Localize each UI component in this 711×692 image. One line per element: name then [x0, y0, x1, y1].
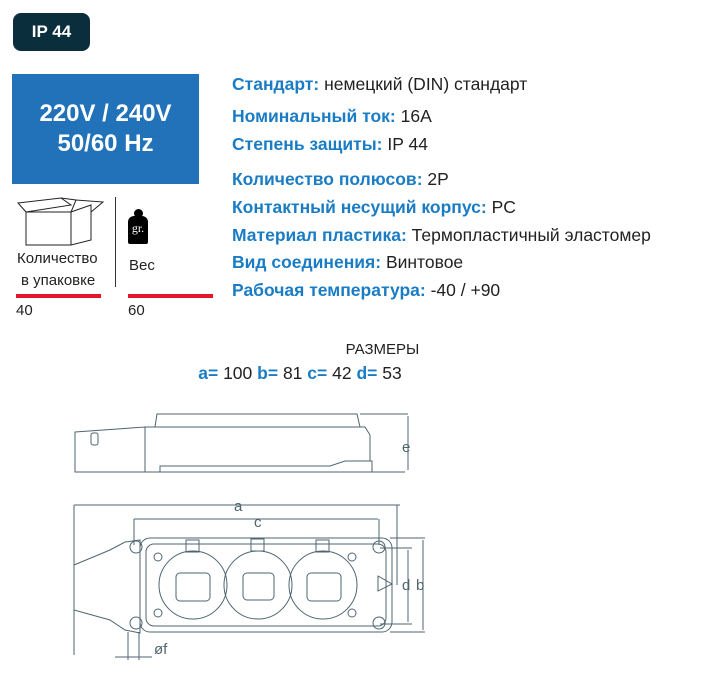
dimensions-title: РАЗМЕРЫ [345, 341, 420, 358]
spec-row: Рабочая температура: -40 / +90 [232, 280, 500, 301]
weight-icon-text: gr. [128, 216, 148, 244]
spec-row: Стандарт: немецкий (DIN) стандарт [232, 74, 527, 95]
spec-value: PC [491, 197, 516, 217]
dim-label-d: d [402, 577, 410, 594]
spec-row: Контактный несущий корпус: PC [232, 197, 516, 218]
spec-value: 2P [427, 169, 449, 189]
dim-label-a: a [234, 498, 243, 515]
dim-key: a= [198, 363, 219, 383]
weight-icon: gr. [128, 209, 148, 249]
voltage-box: 220V / 240V 50/60 Hz [12, 74, 199, 184]
dim-value: 53 [382, 363, 402, 383]
dim-value: 100 [223, 363, 253, 383]
weight-underline [128, 294, 213, 298]
spec-label: Номинальный ток: [232, 106, 396, 126]
dim-key: b= [257, 363, 279, 383]
box-icon [16, 197, 105, 246]
spec-label: Количество полюсов: [232, 169, 423, 189]
package-label-2: в упаковке [21, 272, 96, 289]
package-label: Количество [17, 250, 98, 267]
spec-row: Номинальный ток: 16A [232, 106, 432, 127]
spec-label: Вид соединения: [232, 252, 382, 272]
spec-label: Рабочая температура: [232, 280, 426, 300]
spec-value: IP 44 [387, 134, 428, 154]
dim-label-f: øf [154, 641, 168, 658]
ip-rating-badge: IP 44 [13, 13, 90, 51]
package-underline [16, 294, 101, 298]
weight-label: Вес [129, 257, 155, 274]
dim-label-c: c [254, 514, 262, 531]
spec-value: немецкий (DIN) стандарт [324, 74, 528, 94]
spec-value: 16A [400, 106, 432, 126]
dim-value: 42 [332, 363, 352, 383]
spec-row: Вид соединения: Винтовое [232, 252, 463, 273]
dim-key: c= [307, 363, 328, 383]
spec-value: Термопластичный эластомер [411, 225, 651, 245]
spec-value: Винтовое [385, 252, 464, 272]
divider [115, 197, 116, 287]
dimensions-values: a= 100 b= 81 c= 42 d= 53 [0, 363, 600, 384]
spec-row: Материал пластика: Термопластичный эласт… [232, 225, 651, 246]
dim-key: d= [356, 363, 378, 383]
frequency-line: 50/60 Hz [57, 130, 154, 157]
weight-value: 60 [128, 302, 145, 319]
spec-label: Контактный несущий корпус: [232, 197, 487, 217]
spec-label: Стандарт: [232, 74, 320, 94]
spec-row: Количество полюсов: 2P [232, 169, 449, 190]
voltage-line: 220V / 240V [39, 100, 172, 127]
dim-label-e: e [402, 439, 410, 456]
dim-value: 81 [282, 363, 303, 383]
spec-row: Степень защиты: IP 44 [232, 134, 428, 155]
spec-label: Степень защиты: [232, 134, 383, 154]
dim-label-b: b [416, 577, 424, 594]
spec-value: -40 / +90 [430, 280, 501, 300]
spec-label: Материал пластика: [232, 225, 407, 245]
package-value: 40 [16, 302, 33, 319]
